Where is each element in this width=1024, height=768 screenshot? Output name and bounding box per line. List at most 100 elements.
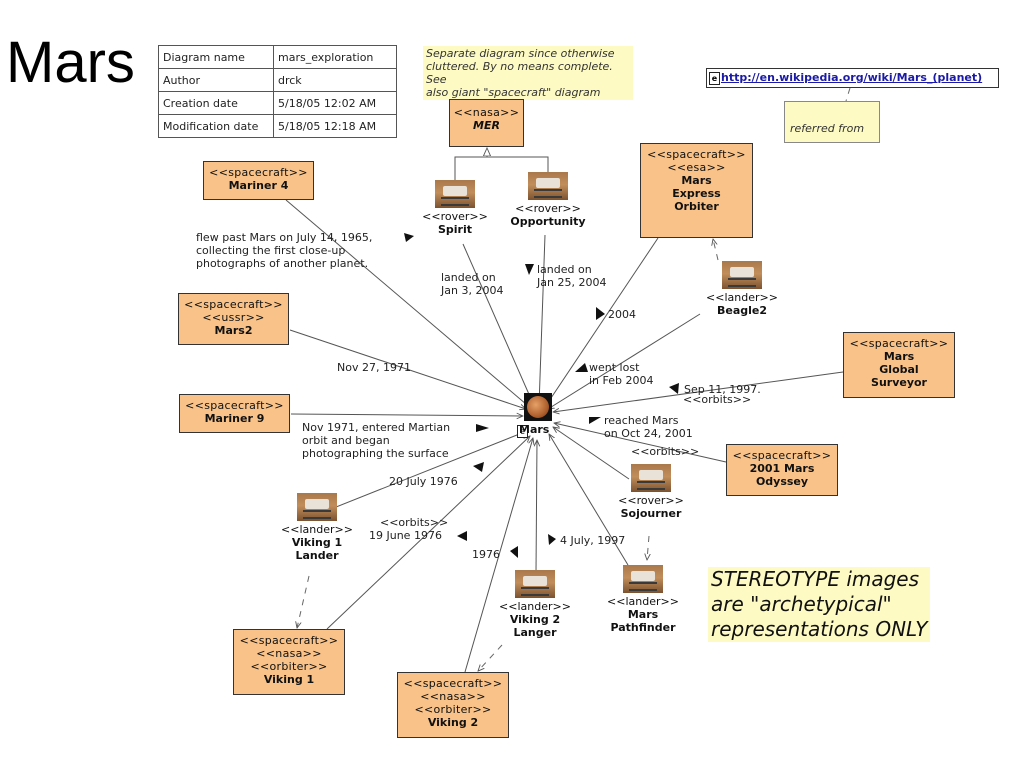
direction-arrow [596,307,605,320]
class-name: Global [879,363,919,376]
dependency-beagle2 [713,239,719,261]
stereotype-label: <<lander>> [499,600,571,613]
note-line: representations ONLY [711,617,928,641]
label-line: in Feb 2004 [589,374,654,387]
table-cell-key: Creation date [158,91,274,115]
direction-arrow [589,417,601,424]
direction-arrow [404,233,414,242]
rover-image [528,172,568,200]
label-line: Jan 3, 2004 [441,284,504,297]
direction-arrow [575,363,588,372]
class-name: Mariner 9 [204,412,265,425]
edge-viking2-lander [536,440,537,573]
node-pathfinder[interactable]: <<lander>> Mars Pathfinder [600,565,686,634]
stereotype-label: <<nasa>> [256,647,322,660]
label-line: on Oct 24, 2001 [604,427,693,440]
node-opportunity[interactable]: <<rover>> Opportunity [505,172,591,228]
node-name: Viking 2 [509,613,561,626]
class-name: Viking 1 [263,673,315,686]
table-cell-value: 5/18/05 12:18 AM [273,114,397,138]
class-box-mars2[interactable]: <<spacecraft>> <<ussr>> Mars2 [178,293,289,345]
stereotype-label: <<spacecraft>> [732,449,832,462]
class-box-mer[interactable]: <<nasa>> MER [449,99,524,147]
note-line: also giant "spacecraft" diagram [426,86,601,99]
class-name: Surveyor [871,376,927,389]
table-cell-value: 5/18/05 12:02 AM [273,91,397,115]
edge-spirit [462,243,535,408]
node-name: Lander [295,549,339,562]
edge-viking2 [464,438,533,673]
edge-mariner4 [285,199,533,410]
direction-arrow [525,264,534,275]
lander-image [623,565,663,593]
lander-image [297,493,337,521]
stereotype-label: <<ussr>> [202,311,265,324]
stereotype-label: <<rover>> [422,210,488,223]
direction-arrow [476,424,489,432]
stereotype-label: <<lander>> [706,291,778,304]
node-name: Beagle2 [716,304,768,317]
direction-arrow [473,462,484,472]
wikipedia-link[interactable]: e http://en.wikipedia.org/wiki/Mars_(pla… [706,68,999,88]
direction-arrow [510,546,518,558]
label-line: Nov 1971, entered Martian [302,421,451,434]
label-viking1-orbits: <<orbits>> [380,516,449,529]
label-viking2-year: 1976 [472,548,500,561]
class-box-odyssey[interactable]: <<spacecraft>> 2001 Mars Odyssey [726,444,838,496]
label-line: landed on [441,271,496,284]
table-cell-key: Author [158,68,274,92]
dependency-viking1 [297,575,310,628]
node-viking1-lander[interactable]: <<lander>> Viking 1 Lander [274,493,360,562]
rover-image [631,464,671,492]
note-line: Separate diagram since otherwise [426,47,615,60]
note-referred-from: referred from [784,101,880,143]
node-name: Langer [513,626,557,639]
class-box-mariner4[interactable]: <<spacecraft>> Mariner 4 [203,161,314,200]
node-sojourner[interactable]: <<rover>> Sojourner [610,464,692,520]
label-mgs-date: Sep 11, 1997. [684,383,761,396]
dependency-link [845,87,851,102]
stereotype-label: <<spacecraft>> [403,677,503,690]
stereotype-label: <<rover>> [618,494,684,507]
stereotype-label: <<spacecraft>> [185,399,284,412]
label-mgs-orbits: <<orbits>> [683,393,752,406]
label-opportunity: landed on Jan 25, 2004 [537,263,606,289]
mars-planet-image[interactable] [524,393,552,421]
label-line: Jan 25, 2004 [537,276,607,289]
node-name: Mars [627,608,659,621]
node-spirit[interactable]: <<rover>> Spirit [415,180,495,236]
stereotype-label: <<rover>> [515,202,581,215]
lander-image [722,261,762,289]
class-box-viking2[interactable]: <<spacecraft>> <<nasa>> <<orbiter>> Viki… [397,672,509,738]
link-url[interactable]: http://en.wikipedia.org/wiki/Mars_(plane… [721,71,983,84]
stereotype-label: <<spacecraft>> [209,166,308,179]
stereotype-label: <<nasa>> [420,690,486,703]
note-stereotype-images: STEREOTYPE images are "archetypical" rep… [708,567,931,642]
note-line: are "archetypical" [711,592,892,616]
edge-mars2 [289,329,526,409]
stereotype-label: <<spacecraft>> [239,634,339,647]
url-icon: e [517,425,528,438]
label-spirit: landed on Jan 3, 2004 [441,271,503,297]
table-cell-value: mars_exploration [273,45,397,69]
note-text: referred from [790,122,865,135]
class-box-mars-express[interactable]: <<spacecraft>> <<esa>> Mars Express Orbi… [640,143,753,238]
class-box-viking1[interactable]: <<spacecraft>> <<nasa>> <<orbiter>> Viki… [233,629,345,695]
class-box-mgs[interactable]: <<spacecraft>> Mars Global Surveyor [843,332,955,398]
edge-beagle2 [548,313,701,409]
edge-odyssey [554,423,727,463]
note-separate-diagram: Separate diagram since otherwise clutter… [423,46,633,100]
class-name: 2001 Mars [749,462,815,475]
node-viking2-lander[interactable]: <<lander>> Viking 2 Langer [493,570,577,639]
lander-image [515,570,555,598]
class-box-mariner9[interactable]: <<spacecraft>> Mariner 9 [179,394,290,433]
edge-mex [545,237,659,407]
class-name: Odyssey [755,475,809,488]
label-viking1-date: 19 June 1976 [369,529,442,542]
node-beagle2[interactable]: <<lander>> Beagle2 [700,261,784,317]
edge-sojourner [553,427,630,480]
